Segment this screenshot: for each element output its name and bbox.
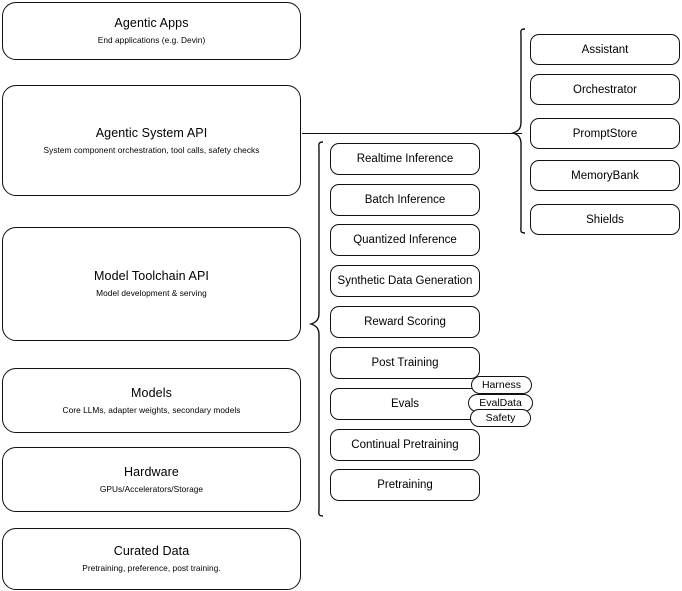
layer-title: Hardware [124,464,179,479]
capability-realtime-inference[interactable]: Realtime Inference [330,143,480,175]
component-label: PromptStore [572,127,638,140]
capability-post-training[interactable]: Post Training [330,347,480,379]
capability-label: Continual Pretraining [351,439,459,451]
layer-subtitle: Model development & serving [96,288,207,298]
layer-card-agentic-system-api[interactable]: Agentic System API System component orch… [2,85,301,196]
capability-label: Realtime Inference [356,153,454,165]
capability-synthetic-data-generation[interactable]: Synthetic Data Generation [330,265,480,297]
evals-subitem-harness[interactable]: Harness [471,376,532,394]
component-orchestrator[interactable]: Orchestrator [530,74,680,105]
capability-label: Reward Scoring [364,316,446,328]
brace-system-components [510,28,526,234]
capability-label: Quantized Inference [353,234,457,246]
capability-continual-pretraining[interactable]: Continual Pretraining [330,429,480,461]
component-shields[interactable]: Shields [530,204,680,235]
capability-reward-scoring[interactable]: Reward Scoring [330,306,480,338]
component-assistant[interactable]: Assistant [530,34,680,65]
capability-quantized-inference[interactable]: Quantized Inference [330,224,480,256]
capability-label: Post Training [371,357,439,369]
evals-subitem-label: Safety [485,412,516,424]
capability-pretraining[interactable]: Pretraining [330,469,480,501]
layer-subtitle: End applications (e.g. Devin) [97,35,206,45]
evals-subitem-safety[interactable]: Safety [470,409,531,427]
brace-toolchain-capabilities [308,141,324,517]
connector-agentic-system-api-to-components [302,133,522,134]
layer-title: Agentic System API [95,125,208,140]
layer-card-model-toolchain-api[interactable]: Model Toolchain API Model development & … [2,227,301,341]
layer-card-hardware[interactable]: Hardware GPUs/Accelerators/Storage [2,447,301,512]
component-label: Shields [586,213,624,226]
layer-title: Agentic Apps [114,16,189,30]
layer-subtitle: Core LLMs, adapter weights, secondary mo… [62,404,241,415]
layer-card-agentic-apps[interactable]: Agentic Apps End applications (e.g. Devi… [2,2,301,60]
layer-title: Curated Data [113,544,190,558]
capability-label: Pretraining [377,479,433,491]
capability-label: Evals [390,398,420,410]
component-memorybank[interactable]: MemoryBank [530,160,680,191]
component-label: Orchestrator [573,83,637,96]
capability-evals[interactable]: Evals [330,388,480,420]
layer-subtitle: System component orchestration, tool cal… [43,144,260,155]
capability-label: Batch Inference [364,194,446,206]
layer-title: Model Toolchain API [94,269,209,283]
component-label: MemoryBank [571,169,639,182]
evals-subitem-label: EvalData [479,397,522,409]
layer-card-curated-data[interactable]: Curated Data Pretraining, preference, po… [2,528,301,590]
layer-card-models[interactable]: Models Core LLMs, adapter weights, secon… [2,368,301,433]
evals-subitem-label: Harness [481,379,522,391]
capability-batch-inference[interactable]: Batch Inference [330,184,480,216]
layer-subtitle: GPUs/Accelerators/Storage [99,483,204,494]
capability-label: Synthetic Data Generation [337,275,473,287]
component-label: Assistant [581,43,629,56]
layer-title: Models [131,385,172,400]
layer-subtitle: Pretraining, preference, post training. [82,563,221,573]
component-promptstore[interactable]: PromptStore [530,118,680,149]
